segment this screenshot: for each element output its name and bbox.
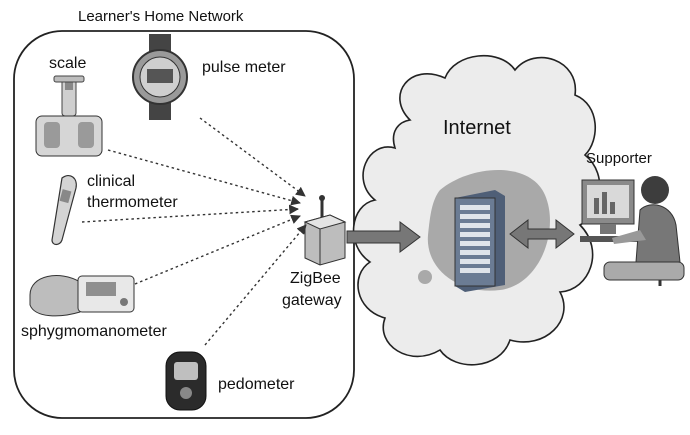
pulse-meter-icon — [132, 34, 188, 120]
arrow-pedometer-to-gateway — [204, 224, 307, 346]
arrow-internet-supporter — [509, 218, 575, 250]
thermometer-icon — [51, 175, 77, 246]
pedometer-icon — [165, 351, 207, 411]
cloud-dot-1 — [481, 172, 493, 184]
arrow-scale-to-gateway — [107, 149, 301, 206]
supporter-icon — [580, 176, 685, 286]
sphygmomanometer-icon — [29, 275, 135, 317]
cloud-dot-2 — [418, 270, 432, 284]
scale-label: scale — [49, 55, 87, 72]
thermometer-label-line1: clinical — [87, 173, 136, 190]
server-icon — [454, 190, 505, 292]
internet-label: Internet — [443, 117, 511, 139]
gateway-label-line1: ZigBee — [290, 270, 341, 287]
home-network-title: Learner's Home Network — [78, 8, 244, 25]
pedometer-label: pedometer — [218, 376, 295, 393]
zigbee-gateway-icon — [303, 195, 347, 266]
arrow-sphygmo-to-gateway — [134, 214, 301, 285]
gateway-label-line2: gateway — [282, 292, 342, 309]
sphygmomanometer-label: sphygmomanometer — [21, 323, 167, 340]
supporter-label: Supporter — [586, 150, 652, 167]
pulse-meter-label: pulse meter — [202, 59, 286, 76]
scale-icon — [35, 75, 103, 157]
arrow-gateway-to-internet — [346, 221, 421, 253]
thermometer-label-line2: thermometer — [87, 194, 178, 211]
